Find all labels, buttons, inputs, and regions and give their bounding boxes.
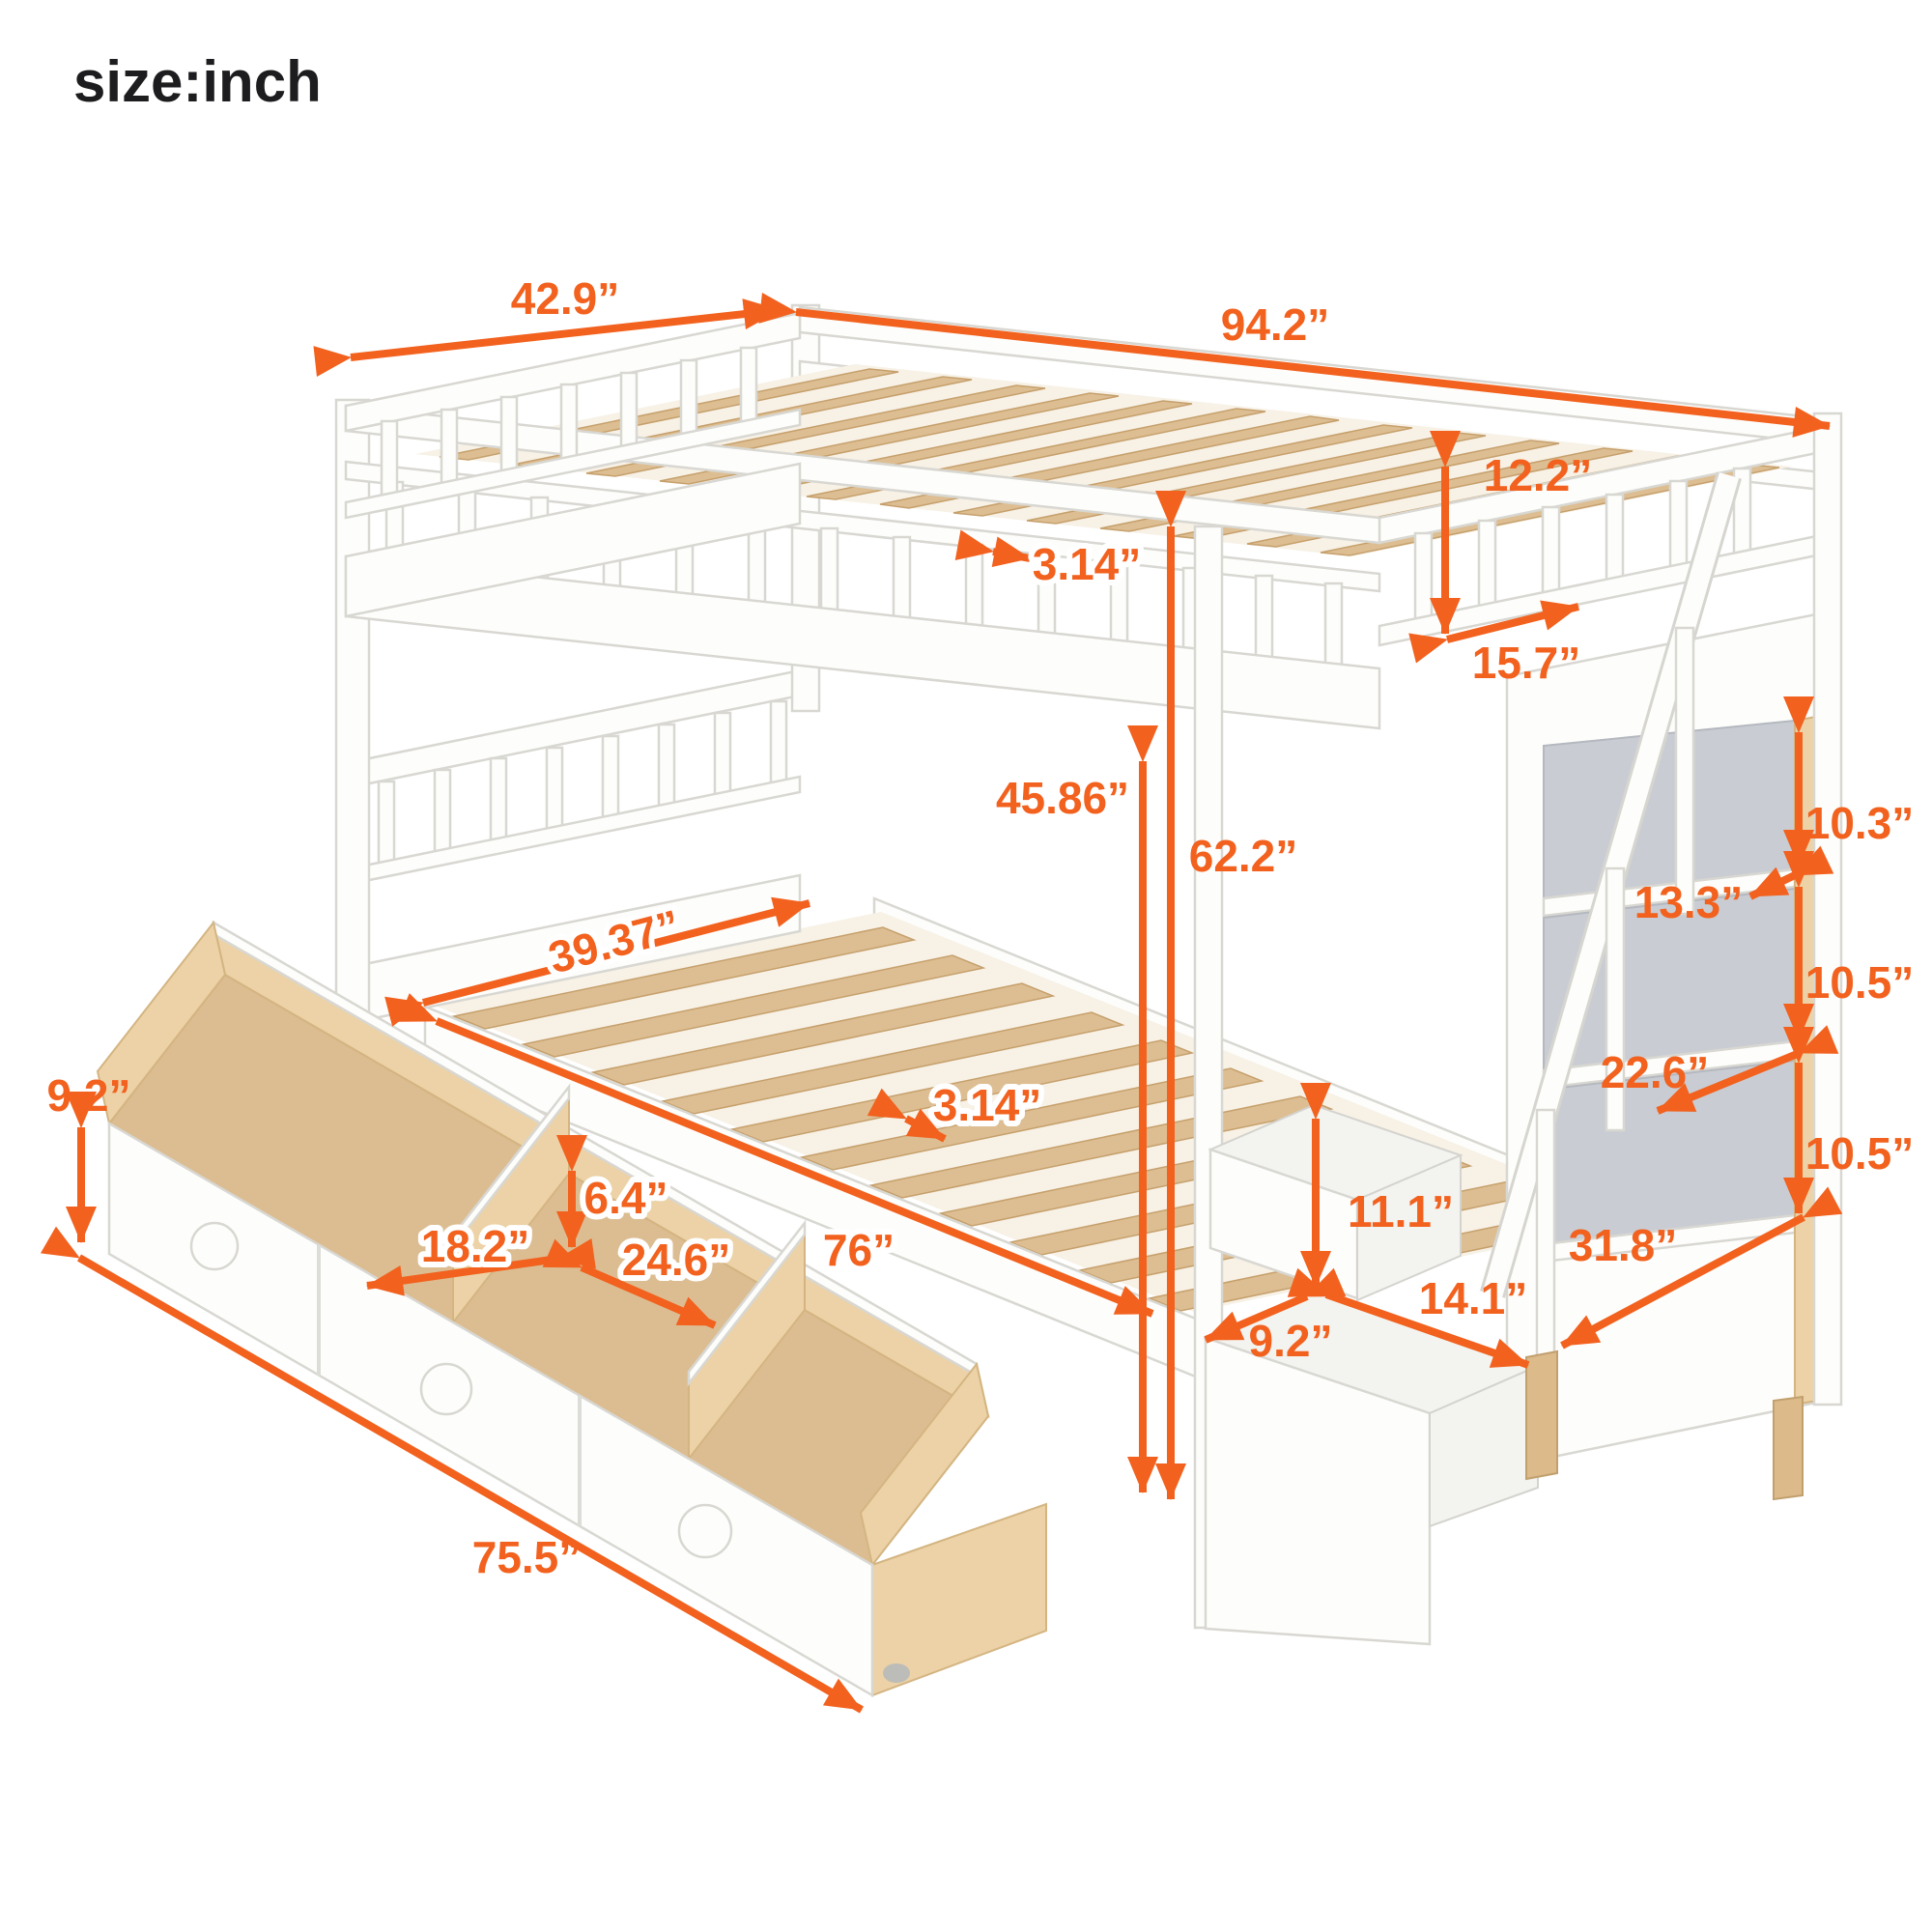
spindle — [1323, 582, 1344, 668]
dim-label-middle-shelf-depth: 22.6” — [1601, 1047, 1710, 1097]
drawer-knob — [189, 1221, 240, 1271]
dim-label-drawer-inner-depth: 6.4” — [584, 1173, 668, 1223]
spindle — [892, 535, 912, 622]
spindle — [1413, 531, 1434, 622]
spindle — [433, 768, 452, 855]
spindle — [1541, 505, 1561, 596]
dim-label-overall-length: 94.2” — [1221, 299, 1330, 350]
drawer-caster — [883, 1663, 910, 1683]
dim-arrow-lower-bed-width — [384, 896, 810, 1027]
dim-label-upper-bed-width: 42.9” — [511, 273, 620, 324]
bed-post-back-right — [1812, 412, 1843, 1406]
spindle — [380, 419, 399, 498]
lower-headboard-mid-rail — [344, 775, 802, 887]
spindle — [1254, 574, 1274, 661]
spindle — [377, 780, 396, 867]
drawer-right-wall — [859, 1361, 990, 1568]
dim-label-bottom-shelf-length: 31.8” — [1569, 1220, 1678, 1270]
spindle — [1477, 519, 1497, 610]
drawer-knob — [419, 1362, 473, 1416]
spindle — [601, 734, 620, 821]
storage-wood-leg — [1773, 1395, 1804, 1501]
spindle — [1668, 479, 1689, 570]
dim-label-step-width: 14.1” — [1419, 1273, 1528, 1323]
stair-baluster — [1674, 626, 1695, 916]
dim-label-drawer-compartment-length: 24.6” — [622, 1235, 731, 1285]
storage-cubby-top — [1543, 719, 1796, 900]
spindle — [545, 746, 564, 833]
drawer-knob — [677, 1503, 733, 1559]
dim-label-middle-cubby-height: 10.5” — [1805, 957, 1915, 1008]
spindle — [440, 408, 459, 487]
dim-label-drawer-height: 9.2” — [47, 1070, 131, 1121]
spindle — [819, 526, 839, 613]
spindle — [679, 358, 698, 438]
upper-front-guardrail-2 — [344, 460, 1381, 593]
dim-label-upper-slat-gap: 3.14” — [1033, 539, 1142, 589]
stair-wood-leg — [1525, 1350, 1558, 1481]
spindle — [1605, 493, 1625, 583]
dim-arrow-upper-bed-width — [313, 298, 781, 377]
dim-label-lower-slat-gap: 3.14” — [933, 1080, 1042, 1130]
spindle — [489, 756, 508, 843]
dim-arrow-step-width — [1287, 1267, 1530, 1369]
dim-label-guardrail-height: 12.2” — [1484, 450, 1593, 500]
spindle — [964, 543, 984, 630]
dim-arrow-bottom-shelf-length — [1560, 1186, 1843, 1350]
dim-label-overall-height: 62.2” — [1189, 831, 1298, 881]
dim-arrow-middle-shelf-depth — [1656, 1025, 1839, 1115]
drawer-left-wall — [96, 920, 227, 1126]
dim-label-bed-length: 76” — [823, 1225, 895, 1275]
spindle — [499, 395, 519, 474]
spindle — [559, 383, 579, 462]
stair-baluster — [1535, 1108, 1556, 1371]
dim-arrow-step-depth — [1204, 1267, 1347, 1344]
upper-head-frame — [344, 462, 802, 618]
dim-label-top-cubby-height: 10.3” — [1805, 798, 1915, 848]
bunk-bed-illustration — [96, 303, 1843, 1698]
spindle — [769, 699, 788, 786]
dim-label-top-shelf-depth: 13.3” — [1634, 877, 1744, 927]
dim-label-drawer-length: 75.5” — [472, 1532, 582, 1582]
spindle — [739, 346, 758, 425]
spindle — [713, 711, 732, 798]
stair-baluster — [1605, 867, 1626, 1132]
upper-step-side — [1356, 1153, 1462, 1302]
dim-label-drawer-compartment-width: 18.2” — [421, 1221, 530, 1271]
dim-arrow-drawer-length — [40, 1226, 865, 1714]
dim-arrow-upper-end-width — [1408, 600, 1579, 664]
dim-arrow-bed-length — [397, 993, 1154, 1318]
dim-label-bottom-cubby-height: 10.5” — [1805, 1128, 1915, 1179]
dim-label-step-depth: 9.2” — [1249, 1316, 1333, 1366]
page-title: size:inch — [73, 49, 322, 114]
dim-arrow-upper-slat-gap — [954, 529, 1031, 568]
spindle — [657, 723, 676, 810]
dim-label-step-riser-height: 11.1” — [1348, 1186, 1454, 1236]
lower-headboard-top-rail — [344, 668, 802, 790]
spindle — [619, 371, 639, 450]
lower-step-side — [1429, 1364, 1539, 1528]
dim-label-under-bunk-clearance: 45.86” — [996, 773, 1129, 823]
lower-step-front — [1204, 1336, 1432, 1646]
dim-arrow-overall-length — [758, 293, 1831, 438]
dim-label-upper-end-width: 15.7” — [1472, 638, 1581, 688]
